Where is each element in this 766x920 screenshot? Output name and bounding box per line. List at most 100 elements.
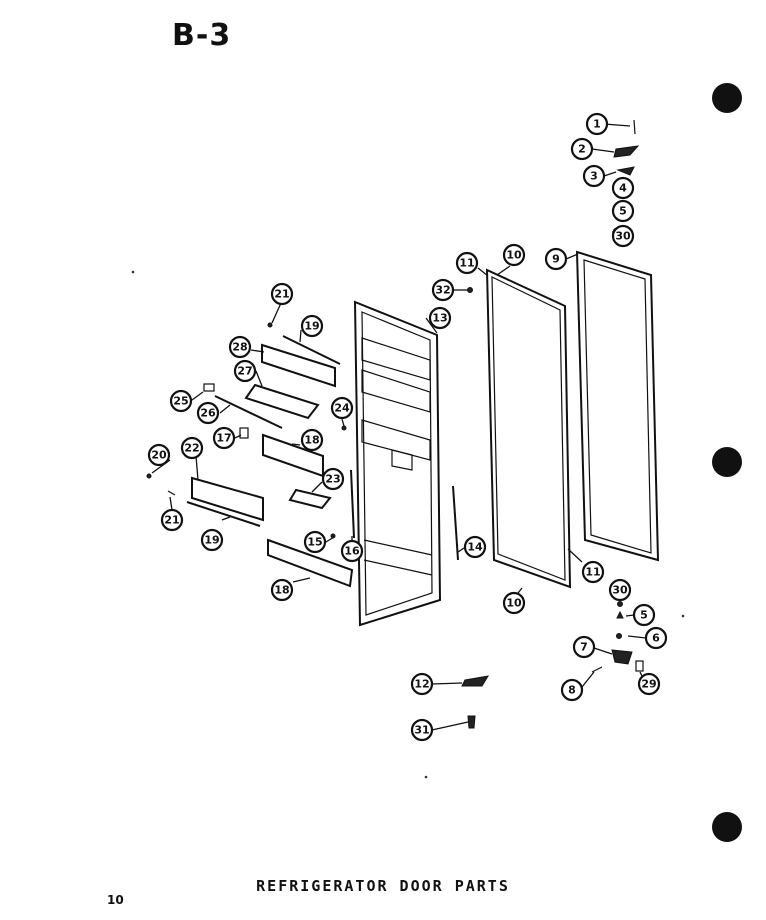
callout-31: 31 (410, 718, 434, 742)
callout-11: 11 (455, 251, 479, 275)
callout-25: 25 (169, 389, 193, 413)
binder-hole-top (712, 83, 742, 113)
shelf-22 (191, 476, 264, 522)
section-heading: B-3 (172, 18, 232, 53)
bushing-6 (616, 633, 622, 639)
svg-text:5: 5 (640, 609, 648, 622)
callout-24: 24 (330, 396, 354, 420)
binder-hole-bottom (712, 812, 742, 842)
svg-text:18: 18 (304, 434, 319, 447)
svg-text:21: 21 (274, 288, 289, 301)
svg-text:30: 30 (612, 584, 628, 597)
page-number: 10 (107, 893, 124, 907)
svg-text:31: 31 (414, 724, 429, 737)
callout-12: 12 (410, 672, 434, 696)
callout-18: 18 (270, 578, 294, 602)
bracket-17 (239, 427, 249, 439)
door-bin-18-lower (267, 538, 354, 588)
svg-text:11: 11 (459, 257, 474, 270)
callout-13: 13 (428, 306, 452, 330)
svg-text:30: 30 (615, 230, 631, 243)
svg-text:12: 12 (414, 678, 429, 691)
callout-26: 26 (196, 401, 220, 425)
callout-6: 6 (644, 626, 668, 650)
plug-31 (467, 715, 476, 729)
callout-5: 5 (632, 603, 656, 627)
callout-5: 5 (611, 199, 635, 223)
shelf-27 (244, 383, 320, 420)
callout-17: 17 (212, 426, 236, 450)
callout-9: 9 (544, 247, 568, 271)
svg-text:14: 14 (467, 541, 483, 554)
cover-29 (635, 660, 644, 672)
svg-text:6: 6 (652, 632, 660, 645)
callout-3: 3 (582, 164, 606, 188)
svg-text:7: 7 (580, 641, 588, 654)
svg-text:10: 10 (506, 249, 522, 262)
svg-text:26: 26 (200, 407, 216, 420)
cap-30-lower (617, 601, 623, 607)
inner-door-liner (353, 300, 442, 627)
cover-12 (461, 675, 489, 687)
svg-text:25: 25 (173, 395, 188, 408)
svg-text:32: 32 (435, 284, 450, 297)
leader-lines (151, 123, 647, 731)
svg-text:27: 27 (237, 365, 252, 378)
callout-10: 10 (502, 243, 526, 267)
svg-text:15: 15 (307, 536, 322, 549)
callout-2: 2 (570, 137, 594, 161)
screw-32 (467, 287, 473, 293)
callout-30: 30 (608, 578, 632, 602)
svg-text:23: 23 (325, 473, 340, 486)
callout-11: 11 (581, 560, 605, 584)
callout-10: 10 (502, 591, 526, 615)
callout-29: 29 (637, 672, 661, 696)
callout-32: 32 (431, 278, 455, 302)
svg-text:2: 2 (578, 143, 586, 156)
speck-mark (424, 775, 428, 779)
hinge-2 (613, 145, 640, 158)
svg-text:18: 18 (274, 584, 289, 597)
callout-1: 1 (585, 112, 609, 136)
callout-22: 22 (180, 436, 204, 460)
callout-28: 28 (228, 335, 252, 359)
screw-8 (591, 666, 603, 673)
shelf-retainer-bar-upper (282, 335, 341, 365)
svg-text:8: 8 (568, 684, 576, 697)
svg-text:4: 4 (619, 182, 627, 195)
svg-text:22: 22 (184, 442, 199, 455)
svg-text:13: 13 (432, 312, 447, 325)
speck-mark (681, 614, 685, 618)
clip-25 (203, 383, 215, 392)
callout-30: 30 (611, 224, 635, 248)
shelf-23 (288, 488, 332, 510)
callout-7: 7 (572, 635, 596, 659)
speck-mark (131, 270, 135, 274)
diagram-caption: REFRIGERATOR DOOR PARTS (256, 877, 510, 895)
shelf-retainer-bar-lower (186, 501, 261, 527)
washer-5-lower (616, 610, 624, 619)
svg-text:1: 1 (593, 118, 601, 131)
binder-hole-middle (712, 447, 742, 477)
svg-text:19: 19 (304, 320, 319, 333)
svg-text:11: 11 (585, 566, 600, 579)
shelf-28 (261, 343, 336, 388)
pin-21-lower (167, 490, 176, 496)
callout-23: 23 (321, 467, 345, 491)
hinge-7 (611, 649, 633, 665)
svg-text:29: 29 (641, 678, 656, 691)
svg-text:21: 21 (164, 514, 179, 527)
screw-24 (341, 425, 347, 431)
callout-18: 18 (300, 428, 324, 452)
callout-27: 27 (233, 359, 257, 383)
svg-text:19: 19 (204, 534, 219, 547)
callout-16: 16 (340, 539, 364, 563)
screw-20 (146, 473, 152, 479)
callout-4: 4 (611, 176, 635, 200)
callout-14: 14 (463, 535, 487, 559)
svg-text:3: 3 (590, 170, 598, 183)
screw-1 (633, 119, 636, 135)
strip-16 (350, 469, 355, 539)
svg-text:5: 5 (619, 205, 627, 218)
screw-21-upper (267, 322, 273, 328)
